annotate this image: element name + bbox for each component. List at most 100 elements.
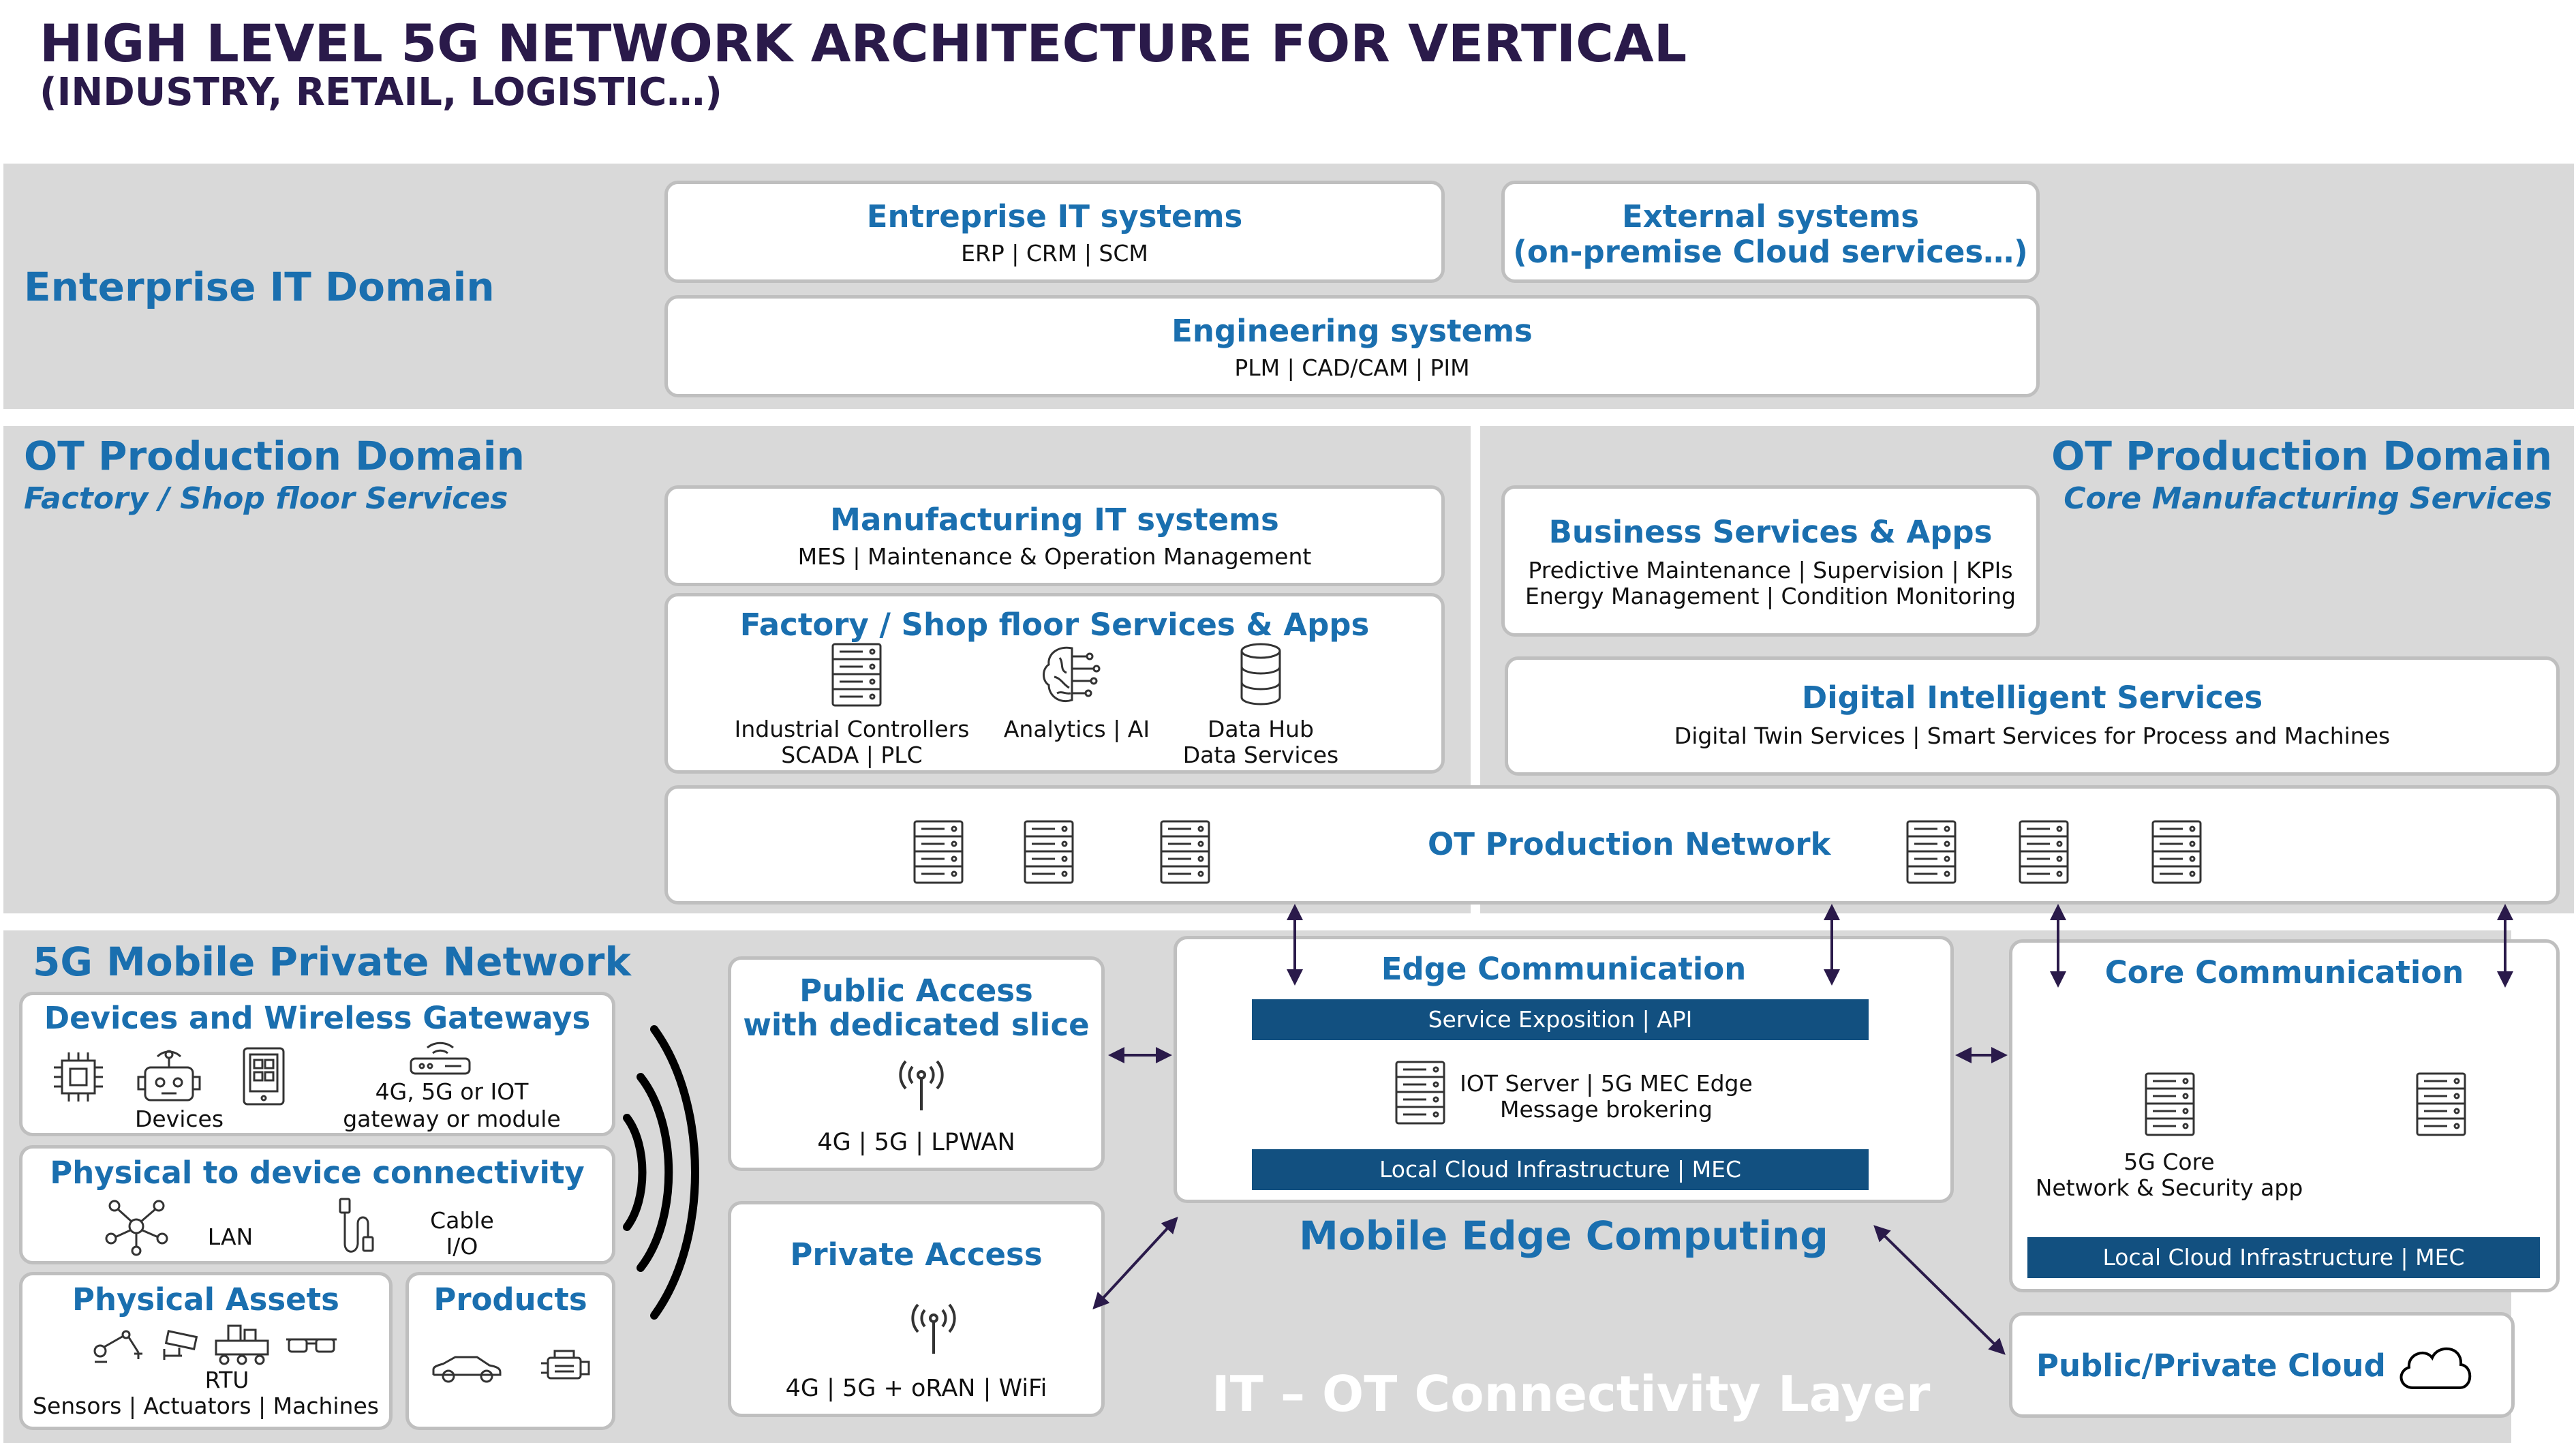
engine-icon bbox=[538, 1347, 593, 1391]
devices-gateways-title: Devices and Wireless Gateways bbox=[44, 1000, 591, 1036]
network-hub-icon bbox=[104, 1198, 169, 1258]
cable-label-line1: Cable bbox=[430, 1207, 494, 1234]
edge-communication-box: Edge Communication Service Exposition | … bbox=[1174, 936, 1954, 1203]
enterprise-domain-label: Enterprise IT Domain bbox=[24, 264, 495, 310]
ot-production-network-label: OT Production Network bbox=[1428, 826, 1831, 862]
digital-intelligent-items: Digital Twin Services | Smart Services f… bbox=[1674, 723, 2391, 749]
server-icon bbox=[1159, 820, 1213, 887]
core-communication-title: Core Communication bbox=[2104, 954, 2464, 990]
core-local-cloud-bar: Local Cloud Infrastructure | MEC bbox=[2027, 1237, 2540, 1278]
server-icon bbox=[2017, 820, 2072, 887]
chip-icon bbox=[51, 1050, 106, 1107]
public-access-items: 4G | 5G | LPWAN bbox=[817, 1129, 1015, 1156]
public-access-box: Public Access with dedicated slice 4G | … bbox=[728, 956, 1105, 1171]
service-exposition-bar: Service Exposition | API bbox=[1252, 999, 1869, 1040]
smart-glasses-icon bbox=[285, 1331, 339, 1361]
server-icon bbox=[1394, 1061, 1448, 1128]
edge-communication-title: Edge Communication bbox=[1381, 951, 1747, 987]
physical-connectivity-title: Physical to device connectivity bbox=[50, 1155, 585, 1191]
database-icon bbox=[1237, 643, 1285, 710]
edge-local-cloud-bar: Local Cloud Infrastructure | MEC bbox=[1252, 1149, 1869, 1190]
5g-core-label: 5G Core bbox=[2123, 1149, 2215, 1175]
ot-left-sub-label: Factory / Shop floor Services bbox=[24, 481, 508, 516]
manufacturing-it-box: Manufacturing IT systems MES | Maintenan… bbox=[664, 485, 1445, 586]
scada-plc-label: SCADA | PLC bbox=[781, 742, 923, 768]
external-systems-box: External systems (on-premise Cloud servi… bbox=[1501, 181, 2040, 283]
server-icon bbox=[912, 820, 966, 887]
page-title: HIGH LEVEL 5G NETWORK ARCHITECTURE FOR V… bbox=[40, 13, 1687, 74]
robot-icon bbox=[137, 1048, 202, 1109]
page-subtitle: (INDUSTRY, RETAIL, LOGISTIC…) bbox=[40, 70, 722, 115]
ot-right-domain-label: OT Production Domain bbox=[2051, 433, 2552, 479]
private-access-title: Private Access bbox=[790, 1236, 1043, 1273]
mobile-edge-computing-label: Mobile Edge Computing bbox=[1299, 1213, 1828, 1259]
datahub-label: Data Hub bbox=[1208, 716, 1314, 742]
cloud-icon bbox=[2394, 1335, 2476, 1399]
factory-services-box: Factory / Shop floor Services & Apps Ind… bbox=[664, 593, 1445, 774]
manufacturing-it-items: MES | Maintenance & Operation Management bbox=[797, 543, 1312, 570]
antenna-icon bbox=[910, 1302, 957, 1359]
server-icon bbox=[2414, 1072, 2469, 1140]
rtu-label: RTU bbox=[204, 1367, 249, 1393]
ot-right-sub-label: Core Manufacturing Services bbox=[2064, 481, 2552, 516]
controllers-label: Industrial Controllers bbox=[734, 716, 970, 742]
products-box: Products bbox=[405, 1272, 615, 1430]
mobile-network-domain-label: 5G Mobile Private Network bbox=[33, 939, 631, 985]
message-brokering-label: Message brokering bbox=[1500, 1096, 1713, 1123]
ot-production-network-box: OT Production Network bbox=[664, 785, 2560, 905]
ot-left-domain-label: OT Production Domain bbox=[24, 433, 525, 479]
digital-intelligent-box: Digital Intelligent Services Digital Twi… bbox=[1505, 656, 2560, 776]
gateway-label-line1: 4G, 5G or IOT bbox=[375, 1078, 529, 1105]
antenna-icon bbox=[898, 1059, 945, 1116]
engineering-systems-items: PLM | CAD/CAM | PIM bbox=[1234, 354, 1470, 381]
cable-label-line2: I/O bbox=[446, 1233, 478, 1260]
business-services-box: Business Services & Apps Predictive Main… bbox=[1501, 485, 2040, 637]
engineering-systems-title: Engineering systems bbox=[1171, 313, 1533, 349]
car-icon bbox=[429, 1352, 504, 1388]
public-access-title: Public Access bbox=[799, 973, 1033, 1009]
ai-brain-icon bbox=[1039, 643, 1107, 710]
products-title: Products bbox=[433, 1281, 587, 1318]
connectivity-layer-label: IT – OT Connectivity Layer bbox=[1212, 1365, 1931, 1423]
lan-label: LAN bbox=[207, 1224, 254, 1250]
data-services-label: Data Services bbox=[1182, 742, 1339, 768]
public-access-subtitle: with dedicated slice bbox=[743, 1007, 1090, 1043]
enterprise-it-systems-items: ERP | CRM | SCM bbox=[961, 240, 1148, 267]
cable-icon bbox=[336, 1196, 377, 1260]
robot-arm-icon bbox=[91, 1326, 145, 1370]
core-communication-box: Core Communication 5G Core Network & Sec… bbox=[2009, 939, 2560, 1292]
iot-server-label: IOT Server | 5G MEC Edge bbox=[1460, 1070, 1753, 1097]
server-icon bbox=[2143, 1072, 2198, 1140]
factory-services-title: Factory / Shop floor Services & Apps bbox=[739, 607, 1370, 643]
devices-label: Devices bbox=[134, 1106, 224, 1132]
public-private-cloud-box: Public/Private Cloud bbox=[2009, 1312, 2515, 1418]
server-icon bbox=[1022, 820, 1077, 887]
rtu-icon bbox=[213, 1322, 271, 1369]
physical-connectivity-box: Physical to device connectivity LAN Cabl… bbox=[19, 1145, 615, 1264]
private-access-box: Private Access 4G | 5G + oRAN | WiFi bbox=[728, 1201, 1105, 1417]
radio-waves-icon bbox=[613, 1016, 709, 1332]
router-icon bbox=[408, 1033, 473, 1080]
external-systems-subtitle: (on-premise Cloud services…) bbox=[1513, 234, 2028, 270]
business-services-line2: Energy Management | Condition Monitoring bbox=[1525, 583, 2016, 609]
engineering-systems-box: Engineering systems PLM | CAD/CAM | PIM bbox=[664, 295, 2040, 397]
external-systems-title: External systems bbox=[1621, 198, 1920, 234]
tablet-icon bbox=[241, 1046, 288, 1110]
cloud-title: Public/Private Cloud bbox=[2036, 1348, 2386, 1384]
digital-intelligent-title: Digital Intelligent Services bbox=[1801, 680, 2263, 716]
gateway-label-line2: gateway or module bbox=[343, 1106, 561, 1132]
manufacturing-it-title: Manufacturing IT systems bbox=[830, 502, 1279, 538]
devices-gateways-box: Devices and Wireless Gateways Devices 4G… bbox=[19, 992, 615, 1136]
analytics-label: Analytics | AI bbox=[1003, 716, 1150, 742]
arrow-edge-cloud bbox=[1873, 1225, 2006, 1355]
server-icon bbox=[830, 643, 885, 710]
enterprise-it-systems-title: Entreprise IT systems bbox=[866, 198, 1243, 234]
physical-assets-items: Sensors | Actuators | Machines bbox=[33, 1393, 379, 1419]
private-access-items: 4G | 5G + oRAN | WiFi bbox=[785, 1375, 1047, 1402]
physical-assets-title: Physical Assets bbox=[72, 1281, 339, 1318]
physical-assets-box: Physical Assets RTU Sensors | Actuators … bbox=[19, 1272, 393, 1430]
network-security-label: Network & Security app bbox=[2035, 1174, 2303, 1201]
business-services-title: Business Services & Apps bbox=[1548, 514, 1993, 550]
arrow-private-edge bbox=[1092, 1217, 1178, 1309]
